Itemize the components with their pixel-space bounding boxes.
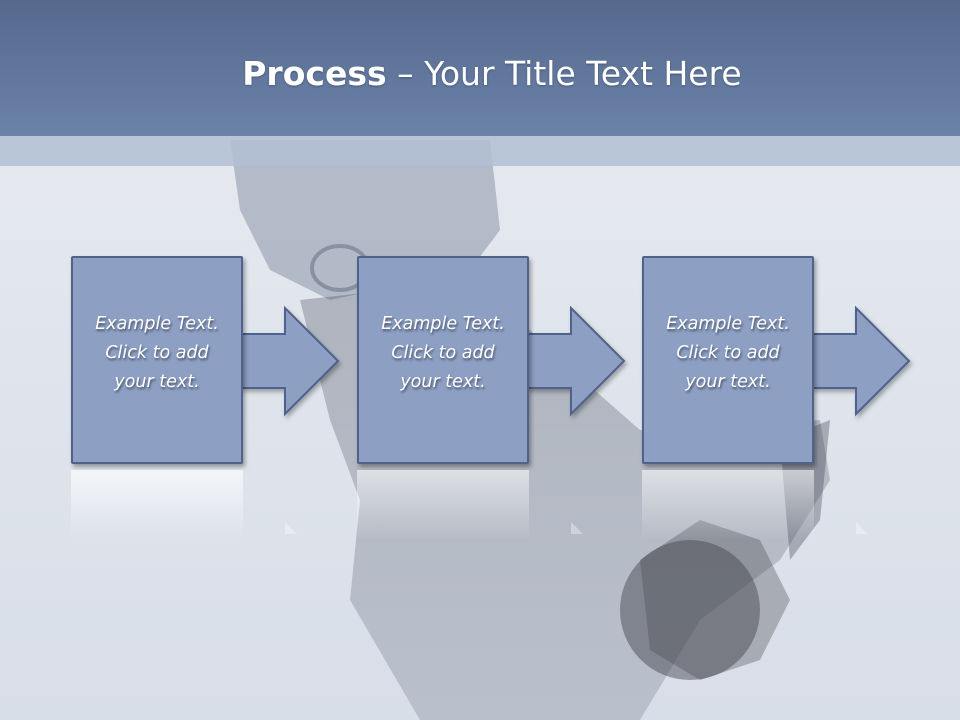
title-bar bbox=[0, 0, 960, 136]
process-step-2[interactable]: Example Text. Click to add your text. bbox=[357, 256, 633, 540]
step-box[interactable] bbox=[357, 256, 529, 464]
step-text[interactable]: Example Text. Click to add your text. bbox=[75, 310, 239, 397]
step-text-line-2: Click to add bbox=[676, 343, 780, 363]
step-box[interactable] bbox=[71, 256, 243, 464]
title-rest-part: – Your Title Text Here bbox=[386, 54, 742, 93]
slide-title[interactable]: Process – Your Title Text Here bbox=[0, 52, 960, 96]
title-underline-strip bbox=[0, 136, 960, 166]
step-reflection bbox=[71, 470, 297, 540]
step-text-line-1: Example Text. bbox=[381, 314, 505, 334]
step-reflection bbox=[357, 470, 583, 540]
step-box[interactable] bbox=[642, 256, 814, 464]
step-text-line-3: your text. bbox=[685, 372, 771, 392]
step-text-line-3: your text. bbox=[114, 372, 200, 392]
process-step-1[interactable]: Example Text. Click to add your text. bbox=[71, 256, 347, 540]
step-text-line-1: Example Text. bbox=[95, 314, 219, 334]
step-text[interactable]: Example Text. Click to add your text. bbox=[361, 310, 525, 397]
right-arrow-icon bbox=[526, 305, 626, 417]
right-arrow-icon bbox=[811, 305, 911, 417]
process-step-3[interactable]: Example Text. Click to add your text. bbox=[642, 256, 918, 540]
right-arrow-icon bbox=[240, 305, 340, 417]
step-text-line-1: Example Text. bbox=[666, 314, 790, 334]
title-bold-part: Process bbox=[242, 54, 387, 93]
step-text-line-2: Click to add bbox=[391, 343, 495, 363]
step-reflection bbox=[642, 470, 868, 540]
step-text-line-3: your text. bbox=[400, 372, 486, 392]
step-text-line-2: Click to add bbox=[105, 343, 209, 363]
step-text[interactable]: Example Text. Click to add your text. bbox=[646, 310, 810, 397]
